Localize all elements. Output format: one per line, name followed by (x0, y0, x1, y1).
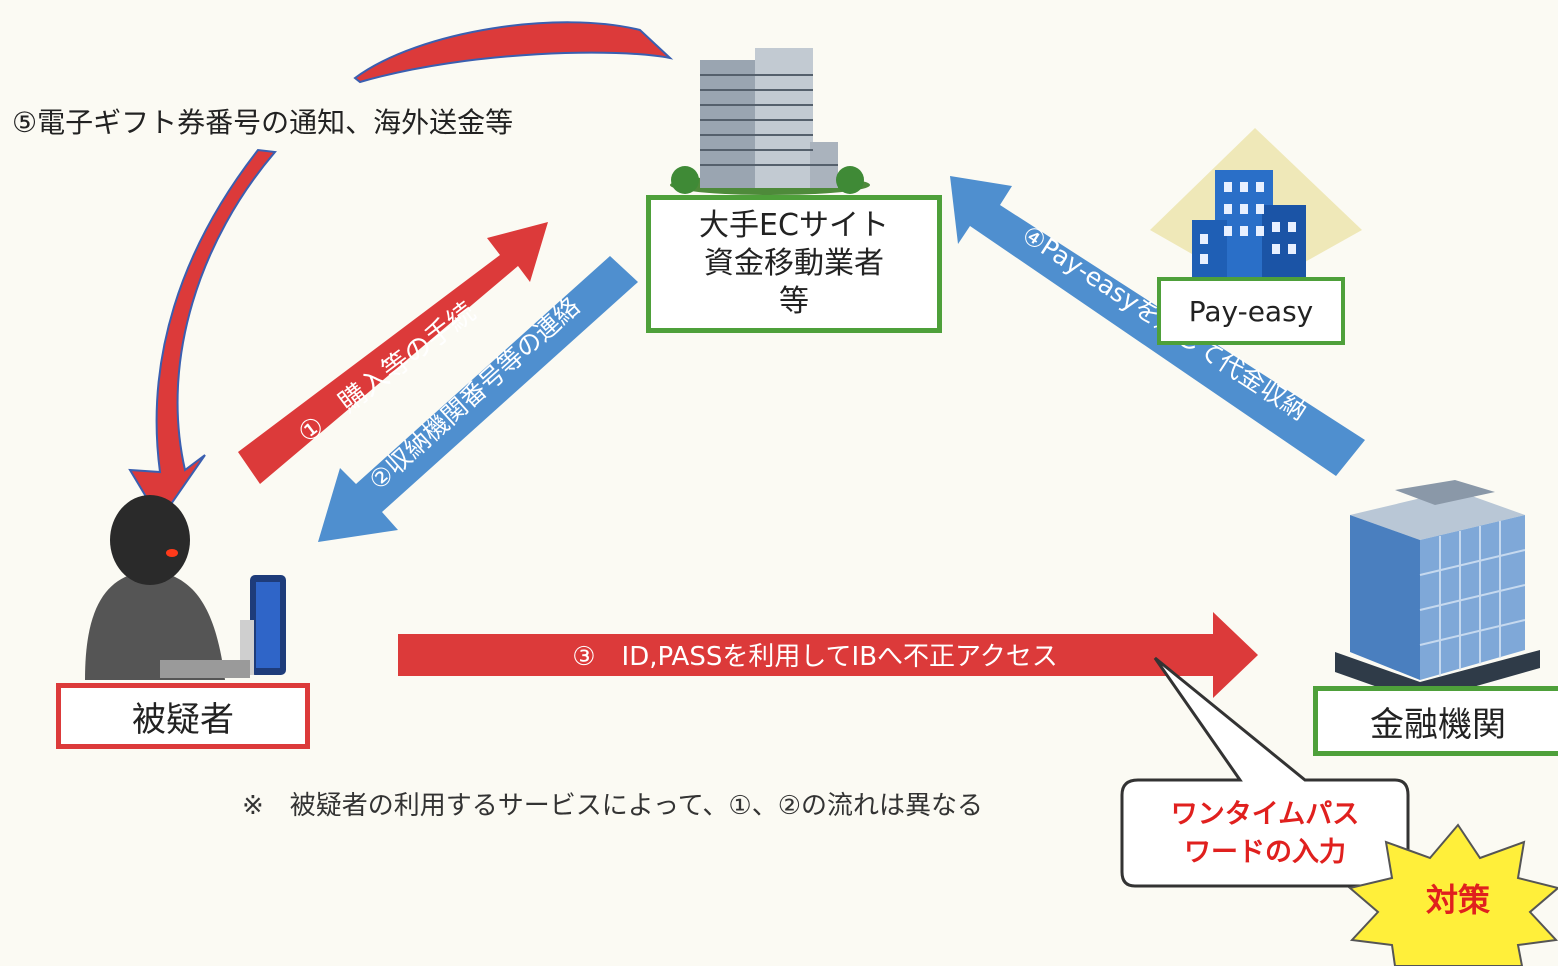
countermeasure-label: 対策 (1425, 881, 1490, 919)
ec-site-node: 大手ECサイト 資金移動業者 等 (646, 195, 942, 333)
callout-line-2: ワードの入力 (1184, 837, 1346, 868)
bank-label: 金融機関 (1370, 704, 1506, 745)
ec-site-line-3: 等 (779, 284, 809, 319)
ec-site-line-1: 大手ECサイト (699, 208, 889, 243)
bank-building-icon (1335, 480, 1540, 702)
footnote: ※ 被疑者の利用するサービスによって、①、②の流れは異なる (242, 791, 984, 821)
step5-curved-arrow-lower (128, 148, 277, 522)
payeasy-node: Pay-easy (1157, 277, 1345, 345)
payeasy-building-icon (1150, 128, 1362, 290)
callout-text: ワンタイムパス ワードの入力 (1124, 796, 1406, 872)
step3-label: ③ ID,PASSを利用してIBへ不正アクセス (572, 642, 1058, 672)
ec-site-line-2: 資金移動業者 (704, 246, 884, 281)
callout-line-1: ワンタイムパス (1170, 799, 1360, 830)
step5-label: ⑤電子ギフト券番号の通知、海外送金等 (12, 106, 513, 139)
suspect-icon (85, 495, 286, 680)
step5-curved-arrow (353, 21, 674, 84)
countermeasure-starburst (1347, 823, 1558, 966)
payeasy-label: Pay-easy (1188, 294, 1314, 328)
step2-arrow (318, 256, 638, 542)
bank-node: 金融機関 (1313, 686, 1558, 756)
step3-arrow (398, 612, 1258, 698)
suspect-node: 被疑者 (56, 683, 310, 749)
step1-arrow (238, 222, 548, 484)
ec-building-icon (670, 48, 870, 195)
suspect-label: 被疑者 (132, 699, 234, 740)
